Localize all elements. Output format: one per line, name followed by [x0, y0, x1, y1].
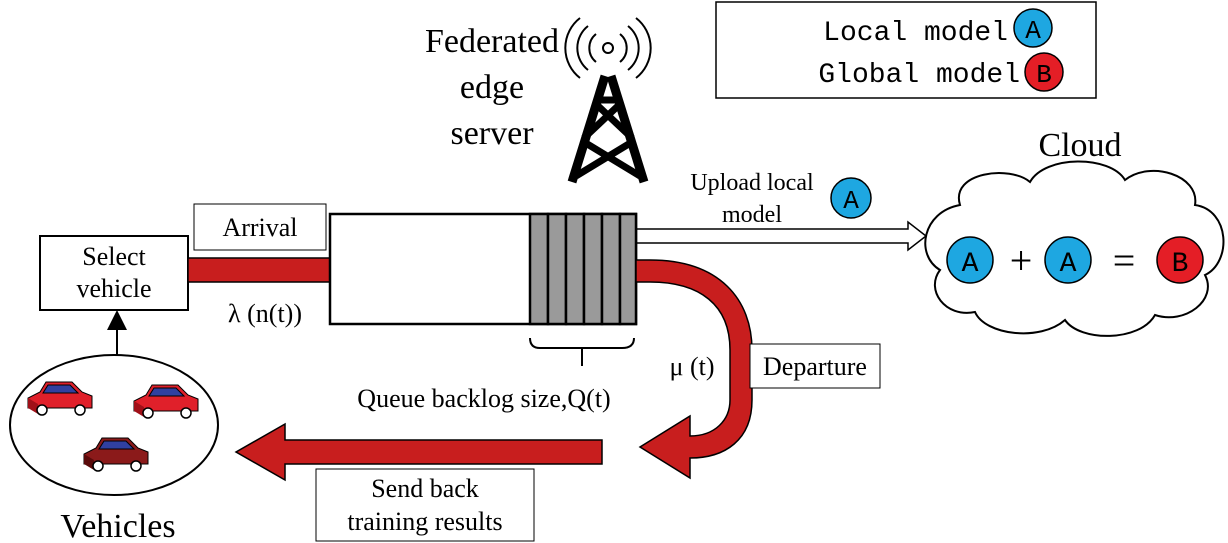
- cloud-local-badge-1: [946, 236, 994, 284]
- departure-label: Departure: [763, 352, 867, 381]
- queue-brace: [529, 337, 635, 366]
- car-icon: [27, 381, 93, 416]
- sendback-line1: Send back: [371, 474, 479, 503]
- arrival-box: [193, 203, 327, 251]
- sendback-arrow: [234, 422, 603, 482]
- tower-icon: [564, 17, 652, 184]
- queue-label: Queue backlog size,Q(t): [357, 384, 610, 413]
- legend-global-symbol: B: [1036, 60, 1052, 90]
- upload-arrow: [635, 220, 928, 252]
- arrival-label: Arrival: [222, 213, 297, 242]
- upload-local-badge: [830, 177, 872, 219]
- departure-arrow: [635, 259, 753, 480]
- server-label-line2: edge: [460, 69, 524, 106]
- select-vehicle-line2: vehicle: [76, 274, 151, 303]
- departure-rate: μ (t): [670, 352, 715, 381]
- cloud-equals: =: [1113, 238, 1136, 283]
- server-label-line3: server: [450, 115, 534, 152]
- legend-global-label: Global model: [818, 60, 1020, 91]
- server-label-line1: Federated: [425, 23, 559, 60]
- cloud-label: Cloud: [1038, 127, 1121, 164]
- legend-global-badge: [1024, 52, 1064, 92]
- cloud-global-badge: [1156, 236, 1204, 284]
- departure-box: [749, 343, 881, 389]
- legend-local-label: Local model: [823, 18, 1008, 49]
- queue-slots: [528, 212, 638, 326]
- cloud-local-symbol-2: A: [1060, 249, 1077, 280]
- vehicles-ellipse: [9, 354, 219, 496]
- cloud-global-symbol: B: [1172, 249, 1189, 280]
- select-vehicle-line1: Select: [82, 242, 146, 271]
- upload-label-line1: Upload local: [690, 170, 814, 196]
- sendback-line2: training results: [347, 507, 502, 536]
- upload-local-symbol: A: [843, 186, 859, 216]
- arrival-rate: λ (n(t)): [228, 299, 302, 328]
- car-icon: [83, 437, 149, 472]
- cloud-local-symbol-1: A: [962, 249, 979, 280]
- vehicles-label: Vehicles: [60, 508, 175, 543]
- cloud-plus: +: [1010, 238, 1033, 283]
- upload-label-line2: model: [722, 202, 782, 228]
- legend-local-badge: [1013, 8, 1053, 48]
- legend-local-symbol: A: [1025, 16, 1041, 46]
- cloud-local-badge-2: [1044, 236, 1092, 284]
- car-icon: [133, 384, 199, 419]
- sendback-box: [315, 468, 535, 542]
